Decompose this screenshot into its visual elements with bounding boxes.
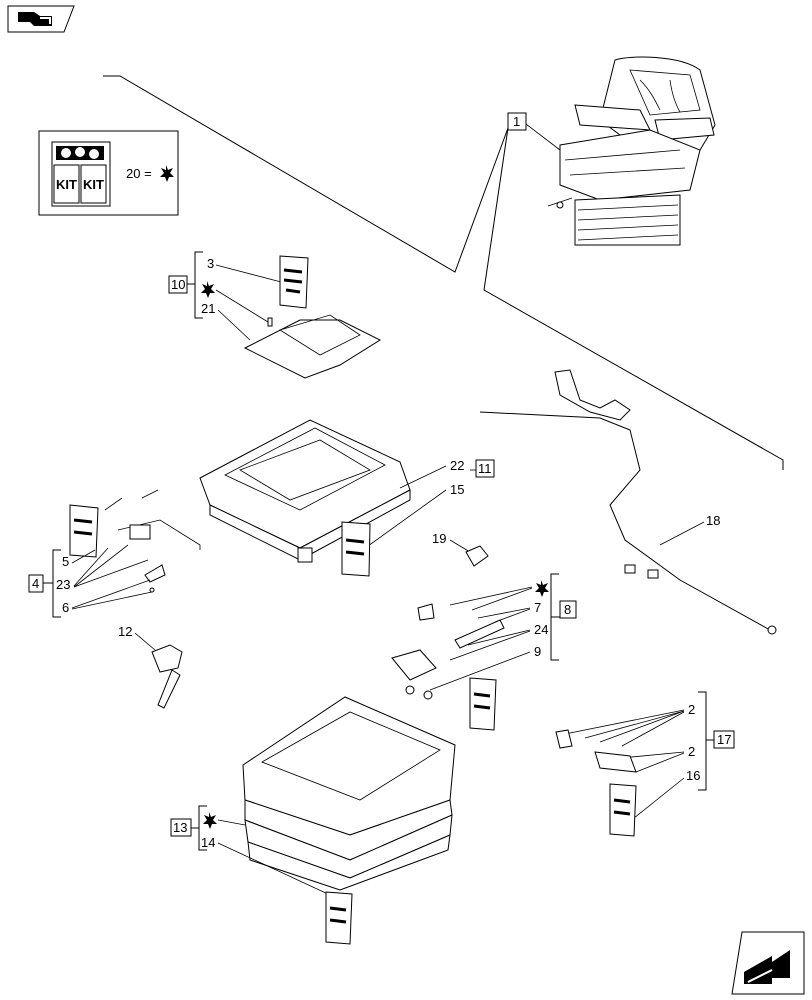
callout-16: 16: [686, 768, 700, 783]
callout-22: 22: [450, 458, 464, 473]
kit-star-icon: [201, 281, 215, 298]
kit-8-group: 7 24 9 8: [391, 573, 577, 731]
kit-star-icon: [203, 812, 217, 829]
navigate-back-icon[interactable]: [7, 5, 75, 33]
callout-12: 12: [118, 624, 132, 639]
seat-assembly: 1: [507, 56, 716, 246]
callout-21: 21: [201, 301, 215, 316]
leader-line: [103, 75, 509, 273]
navigate-forward-icon[interactable]: [731, 931, 805, 995]
callout-13: 13: [173, 820, 187, 835]
lever-part-12: 12: [118, 624, 183, 709]
callout-24: 24: [534, 622, 548, 637]
callout-9: 9: [534, 644, 541, 659]
callout-15: 15: [450, 482, 464, 497]
clip-part-19: 19: [432, 531, 489, 567]
callout-17: 17: [717, 732, 731, 747]
kit-label-left: KIT: [56, 177, 77, 192]
callout-4: 4: [32, 576, 39, 591]
bellows-cover: 13 14: [170, 696, 456, 945]
callout-1: 1: [513, 114, 520, 129]
kit-4-group: 4 5 23 6: [28, 489, 201, 618]
callout-11: 11: [478, 461, 492, 476]
callout-8: 8: [564, 602, 571, 617]
callout-2-b: 2: [688, 744, 695, 759]
callout-18: 18: [706, 513, 720, 528]
seat-base-frame: 22 11 15: [199, 419, 495, 577]
kit-label-right: KIT: [83, 177, 104, 192]
callout-5: 5: [62, 554, 69, 569]
leader-line: [483, 127, 784, 470]
callout-10: 10: [171, 277, 185, 292]
callout-23: 23: [56, 577, 70, 592]
kit-star-icon: [160, 165, 174, 182]
callout-2-a: 2: [688, 702, 695, 717]
callout-14: 14: [201, 835, 215, 850]
cable-part-18: 18: [479, 369, 777, 635]
kit-legend: KIT KIT 20 =: [38, 130, 179, 216]
kit-10-group: 10 3 21: [168, 251, 382, 379]
kit-equation: 20 =: [126, 166, 152, 181]
callout-19: 19: [432, 531, 446, 546]
kit-17-group: 2 2 16 17: [555, 691, 735, 837]
kit-star-icon: [535, 580, 549, 597]
callout-6: 6: [62, 600, 69, 615]
callout-3: 3: [207, 256, 214, 271]
callout-7: 7: [534, 600, 541, 615]
